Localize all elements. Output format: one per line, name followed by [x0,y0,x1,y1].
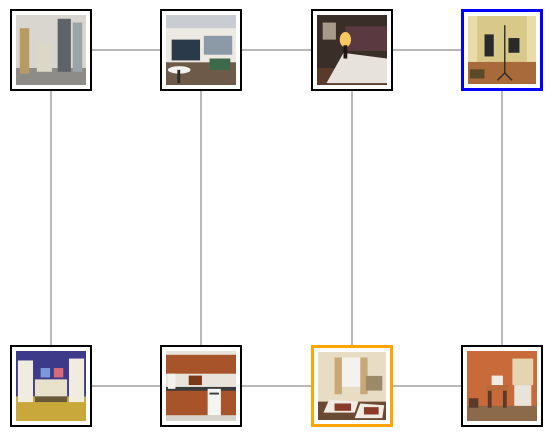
office-room-image [166,15,236,85]
playroom-room-image [16,351,86,421]
room-tile[interactable] [10,9,92,91]
hotel-room-image [318,352,386,420]
kitchen-room-image [166,351,236,421]
hallway-room-image [16,15,86,85]
room-tile[interactable] [311,9,393,91]
room-tile[interactable] [461,345,543,427]
room-tile-goal[interactable] [311,345,393,427]
studio-room-image [468,16,536,84]
room-tile[interactable] [160,9,242,91]
room-tile[interactable] [160,345,242,427]
room-tile-current[interactable] [461,9,543,91]
workroom-room-image [467,351,537,421]
room-tile[interactable] [10,345,92,427]
bedroom-room-image [317,15,387,85]
